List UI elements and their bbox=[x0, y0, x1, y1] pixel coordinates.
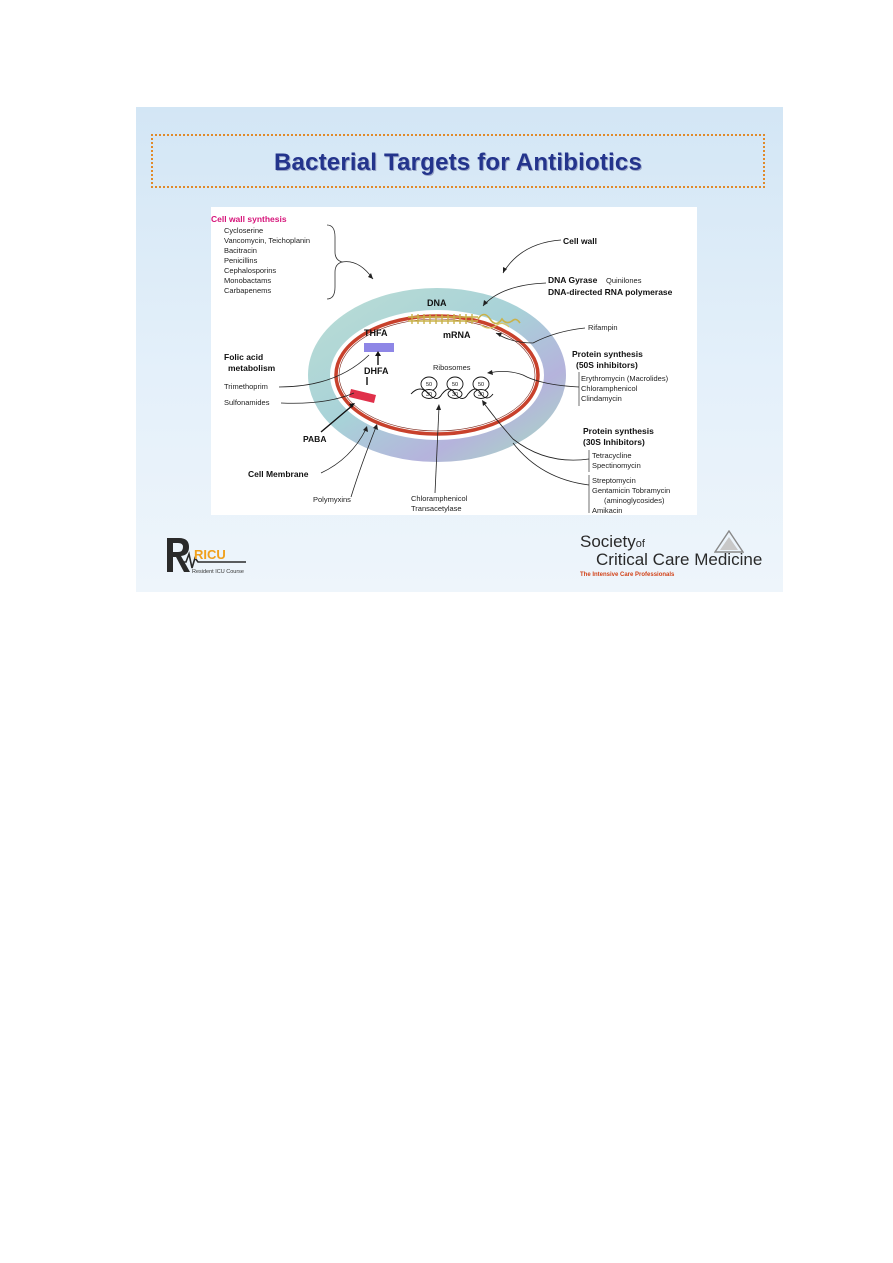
arrowhead bbox=[483, 300, 488, 306]
sccm-triangle-inner bbox=[720, 537, 738, 550]
protein-30s-drug: (aminoglycosides) bbox=[604, 496, 665, 505]
cell-wall-drug-list: Cycloserine Vancomycin, Teichoplanin Bac… bbox=[224, 226, 310, 295]
title-box: Bacterial Targets for Antibiotics bbox=[151, 134, 765, 188]
sccm-logo: Societyof Critical Care Medicine The Int… bbox=[576, 530, 762, 586]
cell-wall-drug: Vancomycin, Teichoplanin bbox=[224, 236, 310, 245]
arrowhead bbox=[373, 424, 378, 430]
dhfa-label: DHFA bbox=[364, 366, 389, 376]
arrowhead bbox=[496, 333, 502, 337]
arrowhead bbox=[503, 267, 507, 273]
paba-label: PABA bbox=[303, 434, 326, 444]
trimethoprim-arrow bbox=[278, 354, 370, 388]
ribosome-mrna bbox=[410, 388, 494, 399]
transacetylase-arrow bbox=[434, 406, 440, 494]
subunit-50-label: 50 bbox=[478, 382, 484, 388]
ribosomes-label: Ribosomes bbox=[433, 363, 471, 372]
ricu-pulse-line bbox=[181, 551, 246, 569]
protein-50s-drug-list: Erythromycin (Macrolides) Chloramphenico… bbox=[581, 374, 669, 403]
subunit-30-label: 30 bbox=[426, 392, 432, 398]
subunit-50-label: 50 bbox=[452, 382, 458, 388]
sulfonamides-arrow bbox=[280, 392, 355, 404]
subunit-30-label: 30 bbox=[452, 392, 458, 398]
sccm-tagline: The Intensive Care Professionals bbox=[580, 572, 675, 578]
dna-gyrase-label: DNA Gyrase bbox=[548, 275, 598, 285]
arrowhead bbox=[363, 426, 368, 432]
protein-50s-drug: Chloramphenicol bbox=[581, 384, 638, 393]
subunit-50-label: 50 bbox=[426, 382, 432, 388]
folic-acid-label: metabolism bbox=[228, 363, 276, 373]
mrna-label: mRNA bbox=[443, 330, 471, 340]
dna-rna-polymerase-label: DNA-directed RNA polymerase bbox=[548, 287, 673, 297]
protein-30s-drug: Gentamicin Tobramycin bbox=[592, 486, 670, 495]
sccm-of-word: of bbox=[635, 538, 645, 550]
protein-30s-drug: Amikacin bbox=[592, 506, 622, 515]
quinilones-label: Quinilones bbox=[606, 276, 642, 285]
cell-wall-arrow bbox=[502, 239, 562, 274]
polymyxins-arrow bbox=[350, 426, 377, 498]
protein-50s-heading: (50S inhibitors) bbox=[576, 360, 638, 370]
ricu-r-glyph bbox=[167, 538, 190, 572]
rifampin-arrow bbox=[495, 327, 586, 344]
cell-wall-drug: Bacitracin bbox=[224, 246, 257, 255]
ribosome-subunit-labels: 50 30 50 30 50 30 bbox=[426, 382, 484, 398]
protein-30s-heading: Protein synthesis bbox=[583, 426, 654, 436]
protein-50s-arrow bbox=[488, 371, 580, 388]
arrowhead bbox=[482, 400, 487, 406]
arrowhead bbox=[487, 370, 493, 375]
mrna-strand-tail bbox=[480, 322, 510, 329]
ricu-caption: Resident ICU Course bbox=[192, 569, 244, 575]
subunit-30-label: 30 bbox=[478, 392, 484, 398]
cell-wall-synthesis-arrow bbox=[341, 261, 374, 280]
dhfa-bar bbox=[349, 389, 376, 403]
rifampin-label: Rifampin bbox=[588, 323, 618, 332]
sccm-ccm-line: Critical Care Medicine bbox=[596, 550, 763, 569]
cell-wall-label: Cell wall bbox=[563, 236, 597, 246]
arrowhead bbox=[368, 273, 373, 279]
thfa-bar bbox=[364, 343, 394, 352]
protein-30s-drug: Tetracycline bbox=[592, 451, 632, 460]
sccm-society-word: Society bbox=[580, 532, 636, 551]
cell-membrane-label: Cell Membrane bbox=[248, 469, 309, 479]
polymyxins-label: Polymyxins bbox=[313, 495, 351, 504]
diagram-canvas: Cell wall synthesis Cycloserine Vancomyc… bbox=[211, 214, 673, 515]
cell-wall-brace bbox=[326, 224, 344, 300]
cell-wall-drug: Penicillins bbox=[224, 256, 258, 265]
arrowhead bbox=[436, 404, 441, 410]
trimethoprim-label: Trimethoprim bbox=[224, 382, 268, 391]
cell-membrane-arrow bbox=[320, 428, 367, 474]
ricu-logo-mark: RICU Resident ICU Course bbox=[167, 538, 246, 575]
dna-strand bbox=[408, 314, 478, 324]
sccm-triangle-outer bbox=[714, 530, 744, 553]
sccm-triangle-icon bbox=[714, 530, 744, 553]
chloramphenicol-transacetylase-label: Chloramphenicol bbox=[411, 494, 468, 503]
ricu-logo: RICU Resident ICU Course bbox=[164, 532, 254, 580]
protein-30s-arrow-2 bbox=[512, 442, 590, 486]
ricu-mark-text: RICU bbox=[194, 547, 226, 562]
mrna-strand bbox=[477, 313, 521, 325]
protein-30s-arrow bbox=[482, 401, 590, 461]
arrowhead bbox=[375, 351, 381, 356]
protein-50s-heading: Protein synthesis bbox=[572, 349, 643, 359]
protein-50s-drug: Erythromycin (Macrolides) bbox=[581, 374, 669, 383]
protein-30s-heading: (30S Inhibitors) bbox=[583, 437, 645, 447]
slide-title: Bacterial Targets for Antibiotics bbox=[273, 149, 642, 176]
protein-30s-drug: Streptomycin bbox=[592, 476, 636, 485]
folic-acid-label: Folic acid bbox=[224, 352, 263, 362]
protein-30s-drug: Spectinomycin bbox=[592, 461, 641, 470]
chloramphenicol-transacetylase-label: Transacetylase bbox=[411, 504, 462, 513]
cell-wall-synthesis-heading: Cell wall synthesis bbox=[211, 214, 287, 224]
dna-label: DNA bbox=[427, 298, 447, 308]
thfa-label: THFA bbox=[364, 328, 388, 338]
protein-50s-drug: Clindamycin bbox=[581, 394, 622, 403]
slide: Bacterial Targets for Antibiotics Cell w… bbox=[136, 107, 783, 592]
sccm-society-line: Societyof bbox=[580, 532, 645, 552]
cell-wall-drug: Carbapenems bbox=[224, 286, 271, 295]
cell-wall-drug: Monobactams bbox=[224, 276, 271, 285]
cell-wall-drug: Cephalosporins bbox=[224, 266, 276, 275]
arrowhead bbox=[349, 403, 355, 408]
paba-arrow bbox=[320, 404, 354, 433]
cell-wall-drug: Cycloserine bbox=[224, 226, 263, 235]
bacterial-cell-diagram: Cell wall synthesis Cycloserine Vancomyc… bbox=[211, 207, 697, 515]
sulfonamides-label: Sulfonamides bbox=[224, 398, 270, 407]
